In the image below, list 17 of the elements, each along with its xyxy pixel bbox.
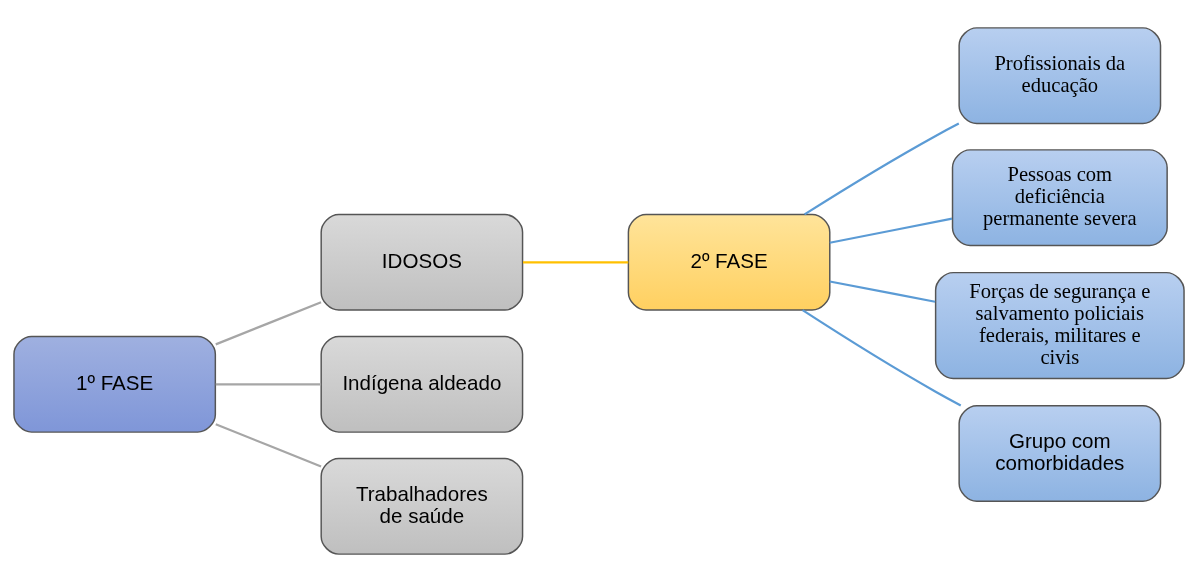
connector — [829, 217, 953, 244]
node-box: Grupo com comorbidades — [958, 404, 1162, 502]
connector — [215, 301, 322, 346]
node-box: Indígena aldeado — [320, 335, 524, 433]
node-box: Profissionais da educação — [958, 27, 1162, 125]
node-box: Pessoas com deficiência permanente severa — [951, 149, 1168, 247]
node-box: 1º FASE — [13, 335, 217, 433]
node-box: IDOSOS — [320, 213, 524, 311]
connector — [803, 122, 960, 216]
node-box: Forças de segurança e salvamento policiais federais, militares e civis — [934, 271, 1185, 380]
connector — [522, 261, 629, 264]
node-box: Trabalhadores de saúde — [320, 457, 524, 555]
connector — [829, 280, 936, 303]
connector — [215, 423, 322, 468]
connector — [215, 383, 322, 386]
node-box: 2º FASE — [627, 213, 831, 311]
connector — [802, 309, 962, 407]
